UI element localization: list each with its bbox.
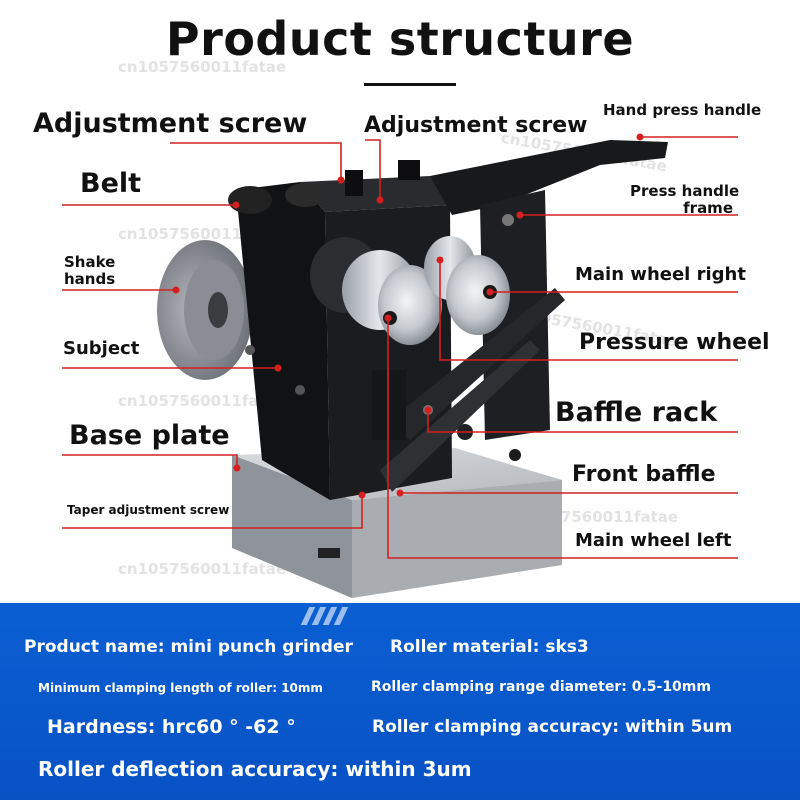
label-adjustment-screw-center: Adjustment screw: [364, 113, 588, 138]
label-press-handle-frame-line2: frame: [683, 199, 733, 217]
spec-product-name: Product name: mini punch grinder: [24, 637, 353, 657]
watermark: cn1057560011fatae: [118, 560, 287, 578]
spec-panel: Product name: mini punch grinder Roller …: [0, 603, 800, 800]
leader-taper-adjustment-screw: [62, 495, 363, 529]
baffle-shape: [346, 288, 565, 496]
spec-min-clamping: Minimum clamping length of roller: 10mm: [38, 681, 323, 695]
label-shake-hands-line2: hands: [64, 270, 116, 288]
label-base-plate: Base plate: [69, 420, 230, 451]
label-pressure-wheel: Pressure wheel: [579, 330, 770, 355]
spec-clamping-range: Roller clamping range diameter: 0.5-10mm: [371, 679, 711, 695]
watermark: cn1057560011fatae: [118, 392, 287, 410]
leader-lines: [62, 136, 738, 559]
leader-baffle-rack: [427, 410, 738, 433]
label-subject: Subject: [63, 338, 140, 359]
label-press-handle-frame-line1: Press handle: [630, 182, 740, 200]
label-baffle-rack: Baffle rack: [555, 397, 718, 428]
leader-base-plate: [62, 454, 238, 468]
label-main-wheel-left: Main wheel left: [575, 530, 732, 551]
leader-main-wheel-left: [387, 318, 738, 559]
spec-hardness: Hardness: hrc60 ° -62 °: [47, 716, 296, 738]
label-hand-press-handle: Hand press handle: [603, 101, 762, 119]
belt-pulley-shape: [228, 183, 325, 214]
spec-clamping-accuracy: Roller clamping accuracy: within 5um: [372, 717, 733, 737]
leader-endpoints: [172, 133, 644, 499]
grinding-disc-shape: [157, 240, 253, 380]
label-shake-hands-line1: Shake: [64, 253, 116, 271]
leader-pressure-wheel: [439, 260, 738, 361]
label-main-wheel-right: Main wheel right: [575, 264, 746, 285]
leader-adjustment-screw-center: [365, 139, 381, 200]
grinder-illustration: [62, 133, 738, 598]
leader-adjustment-screw-left: [170, 142, 342, 180]
watermark: cn1057560011fatae: [118, 58, 287, 76]
decor-stripe: [333, 607, 349, 625]
label-belt: Belt: [80, 168, 142, 199]
label-front-baffle: Front baffle: [572, 462, 716, 487]
spec-roller-material: Roller material: sks3: [390, 637, 589, 657]
label-taper-adjustment-screw: Taper adjustment screw: [67, 503, 230, 517]
page-title: Product structure: [165, 12, 635, 66]
spec-deflection-accuracy: Roller deflection accuracy: within 3um: [38, 757, 472, 781]
rollers-shape: [310, 236, 510, 345]
label-adjustment-screw-left: Adjustment screw: [33, 108, 308, 139]
title-underline: [364, 83, 456, 86]
